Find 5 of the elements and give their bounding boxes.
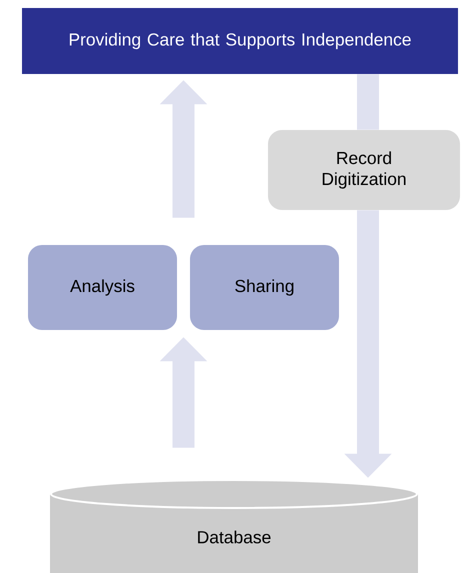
title-banner: Providing Care that Supports Independence (22, 8, 458, 74)
database-cylinder: Database (50, 479, 418, 573)
process-box: Sharing (190, 245, 339, 330)
process-box: Analysis (28, 245, 177, 330)
process-box: Record Digitization (268, 130, 460, 210)
